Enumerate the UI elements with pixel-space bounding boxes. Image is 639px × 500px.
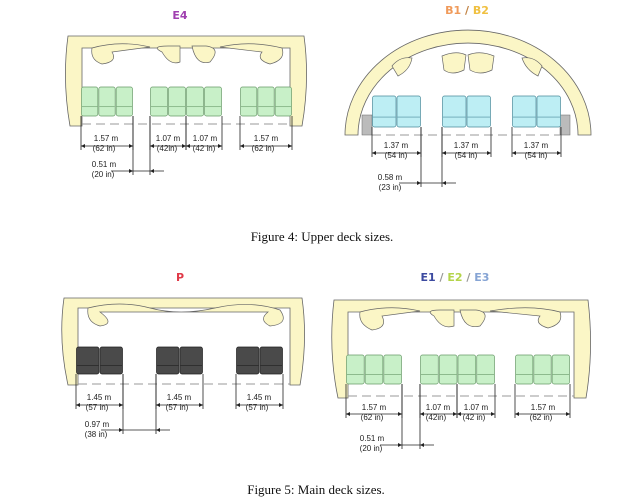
title-separator: / <box>436 271 448 284</box>
dim-label: 1.07 m <box>193 134 218 143</box>
dimensions-e4: 1.57 m (62 in) 1.07 m (42in) 1.07 m (42 … <box>92 134 279 179</box>
dim-label: 1.07 m <box>426 403 451 412</box>
dim-label: (62 in) <box>361 413 384 422</box>
dim-label: (54 in) <box>385 151 408 160</box>
dim-label: 1.57 m <box>531 403 556 412</box>
seat <box>240 86 258 117</box>
seat <box>150 86 168 117</box>
aisle-label: 0.97 m <box>85 420 110 429</box>
figure-5-caption: Figure 5: Main deck sizes. <box>247 482 385 497</box>
seat <box>466 95 491 128</box>
seat <box>536 95 561 128</box>
seat <box>76 346 100 375</box>
seat <box>396 95 421 128</box>
seat <box>442 95 467 128</box>
diagram-title-b1-b2: B1 / B2 <box>445 4 489 17</box>
cabin-e1-e2-e3 <box>331 299 591 399</box>
dimensions-p: 1.45 m (57 in) 1.45 m (57 in) 1.45 m (57… <box>85 393 272 439</box>
dim-label: (62 in) <box>530 413 553 422</box>
seat <box>533 354 552 385</box>
diagram-title-e4: E4 <box>172 9 188 22</box>
dim-label: (42 in) <box>193 144 216 153</box>
seat <box>186 86 204 117</box>
aisle-label: 0.51 m <box>360 434 385 443</box>
title-part-b1: B1 <box>445 4 461 17</box>
dimension-lines <box>75 116 571 449</box>
seat <box>99 346 123 375</box>
seat <box>364 354 384 385</box>
diagram-title-e1-e2-e3: E1 / E2 / E3 <box>421 271 490 284</box>
seat <box>204 86 222 117</box>
dim-label: 1.07 m <box>156 134 181 143</box>
title-part-e1: E1 <box>421 271 436 284</box>
seat <box>179 346 203 375</box>
dim-label: (57 in) <box>246 403 269 412</box>
figure-4-caption: Figure 4: Upper deck sizes. <box>251 229 394 244</box>
dim-label: 1.37 m <box>454 141 479 150</box>
dim-label: (62 in) <box>252 144 275 153</box>
dim-label: 1.57 m <box>94 134 119 143</box>
dim-label: 1.57 m <box>362 403 387 412</box>
seat <box>259 346 283 375</box>
aisle-label: 0.58 m <box>378 173 403 182</box>
dim-label: (54 in) <box>455 151 478 160</box>
dim-label: (42in) <box>157 144 178 153</box>
dim-label: (54 in) <box>525 151 548 160</box>
dim-label: (42 in) <box>463 413 486 422</box>
dim-label: (57 in) <box>86 403 109 412</box>
aisle-label: 0.51 m <box>92 160 117 169</box>
title-part-b2: B2 <box>473 4 489 17</box>
seat <box>457 354 477 385</box>
seat <box>476 354 495 385</box>
dim-label: 1.45 m <box>87 393 112 402</box>
seat <box>81 86 99 117</box>
aisle-label: (23 in) <box>379 183 402 192</box>
arrowhead <box>457 412 495 416</box>
seat <box>512 95 537 128</box>
dim-label: (57 in) <box>166 403 189 412</box>
seat-layer <box>76 86 570 385</box>
dim-label: 1.37 m <box>524 141 549 150</box>
seat <box>156 346 180 375</box>
seat <box>420 354 439 385</box>
seat <box>236 346 260 375</box>
dim-label: 1.57 m <box>254 134 279 143</box>
seat <box>274 86 292 117</box>
aisle-label: (20 in) <box>360 444 383 453</box>
dim-label: (42in) <box>426 413 447 422</box>
seat <box>372 95 397 128</box>
aisle-label: (38 in) <box>85 430 108 439</box>
title-part-e3: E3 <box>474 271 489 284</box>
seat <box>257 86 275 117</box>
arrowhead <box>420 412 457 416</box>
seat <box>515 354 534 385</box>
dim-label: 1.07 m <box>464 403 489 412</box>
dimensions-e1-e2-e3: 1.57 m (62 in) 1.07 m (42in) 1.07 m (42 … <box>360 403 556 453</box>
dimensions-b1-b2: 1.37 m (54 in) 1.37 m (54 in) 1.37 m (54… <box>378 141 549 192</box>
dim-label: 1.37 m <box>384 141 409 150</box>
seat <box>438 354 458 385</box>
seat <box>346 354 365 385</box>
arrowhead <box>150 144 186 148</box>
diagram-title-p: P <box>176 271 184 284</box>
dim-label: (62 in) <box>93 144 116 153</box>
title-separator: / <box>463 271 475 284</box>
seat <box>551 354 570 385</box>
title-part-e2: E2 <box>447 271 462 284</box>
arrowhead <box>186 144 222 148</box>
dim-label: 1.45 m <box>167 393 192 402</box>
seat <box>383 354 402 385</box>
title-separator: / <box>461 4 473 17</box>
seat <box>168 86 186 117</box>
seat <box>115 86 133 117</box>
dim-label: 1.45 m <box>247 393 272 402</box>
cabin-b1-b2 <box>344 29 592 136</box>
cabin-p <box>61 297 305 386</box>
seat <box>98 86 116 117</box>
aisle-label: (20 in) <box>92 170 115 179</box>
